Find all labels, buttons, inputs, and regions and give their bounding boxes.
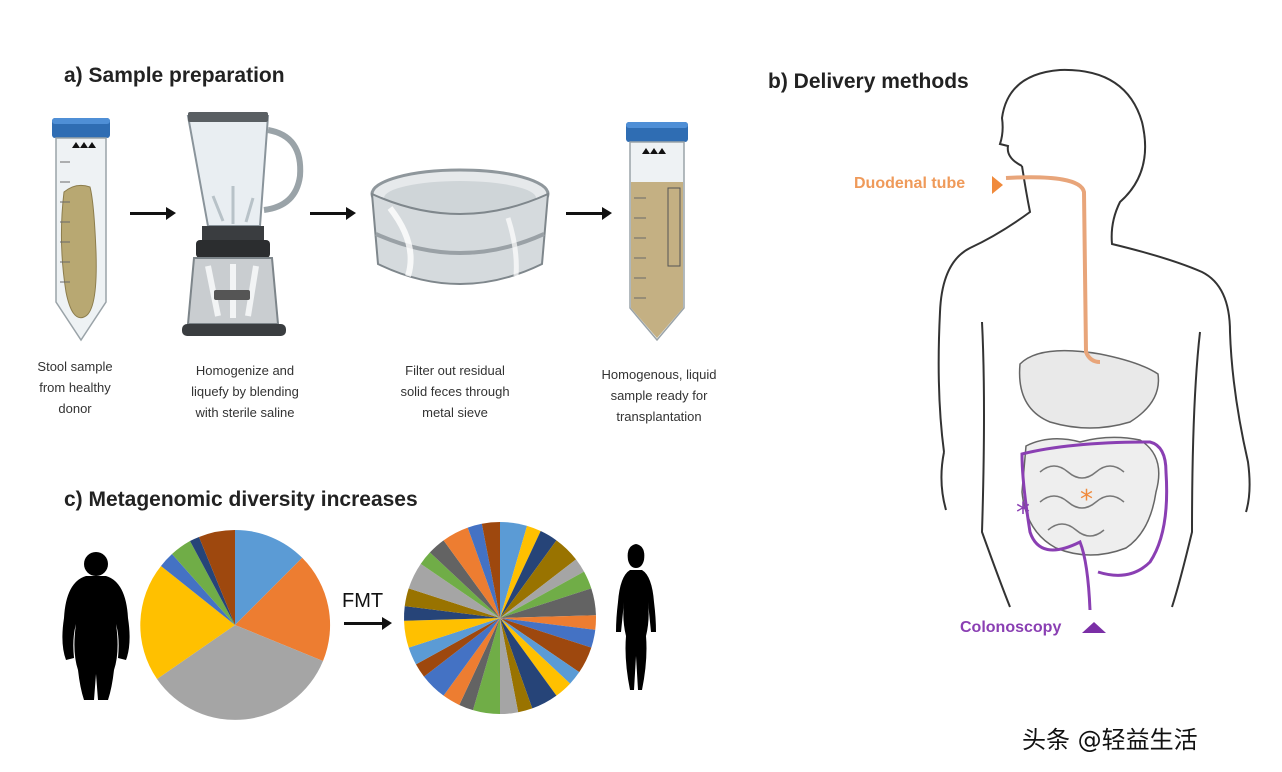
pie-after-slice <box>500 571 592 618</box>
svg-text:*: * <box>1016 496 1030 529</box>
pie-after-slice <box>500 618 557 709</box>
panel-a-heading: a) Sample preparation <box>64 64 285 87</box>
pie-after <box>404 522 596 714</box>
pie-after-slice <box>500 618 592 673</box>
pie-before-slice-1 <box>235 530 303 625</box>
pie-after-slice <box>443 527 500 618</box>
pie-after-slice <box>423 618 500 696</box>
sieve-icon <box>370 168 550 285</box>
pie-after-slice <box>404 618 500 648</box>
pie-after-slice <box>443 618 500 705</box>
caption-blend: Homogenize and liquefy by blending with … <box>191 363 299 420</box>
pie-after-slice <box>500 618 533 713</box>
pie-after-slice <box>429 540 500 618</box>
pie-after-slice <box>404 588 500 618</box>
pie-before-slice-7 <box>190 537 235 625</box>
caption-stool: Stool sample from healthy donor <box>37 359 113 416</box>
pie-after-slice <box>500 618 596 648</box>
slim-silhouette-icon <box>616 544 656 690</box>
fmt-arrow <box>344 617 392 630</box>
pie-after-slice <box>500 618 519 714</box>
blender-icon <box>182 112 304 336</box>
watermark: 头条 @轻益生活 <box>1022 726 1198 754</box>
pie-after-slice <box>404 606 500 621</box>
pie-after-slice <box>472 618 500 714</box>
pie-after-slice <box>467 523 500 618</box>
pie-after-slice <box>415 618 500 677</box>
liquid-tube-icon <box>626 122 688 342</box>
pie-after-slice <box>500 615 596 630</box>
pie-after-slice <box>408 563 500 618</box>
panel-c-heading: c) Metagenomic diversity increases <box>64 488 418 511</box>
pie-after-slice <box>500 559 585 618</box>
caption-ready: Homogenous, liquid sample ready for tran… <box>601 367 717 424</box>
pie-after-slice <box>500 540 577 618</box>
pie-after-slice <box>459 618 500 711</box>
caption-filter: Filter out residual solid feces through … <box>400 363 510 420</box>
duodenal-tube-label: Duodenal tube <box>854 175 966 192</box>
human-body-icon: * * <box>937 68 1251 611</box>
stool-tube-icon <box>52 118 110 342</box>
pie-after-slice <box>420 552 500 618</box>
pie-before-slice-4 <box>140 566 235 679</box>
pie-before-slice-8 <box>199 529 235 625</box>
pie-before <box>140 529 331 720</box>
pie-after-slice <box>408 618 500 665</box>
pie-after-slice <box>500 522 528 618</box>
duodenal-marker-icon <box>992 176 1003 194</box>
colonoscopy-label: Colonoscopy <box>960 619 1062 636</box>
pie-after-slice <box>500 618 571 696</box>
fmt-label: FMT <box>342 590 384 612</box>
pie-after-slice <box>500 618 580 684</box>
arrow-1 <box>130 207 176 220</box>
svg-text:*: * <box>1080 485 1093 515</box>
obese-silhouette-icon <box>62 552 130 700</box>
pie-before-slice-6 <box>172 541 235 625</box>
pie-before-slice-2 <box>235 557 331 661</box>
pie-after-slice <box>500 531 557 618</box>
colonoscopy-marker-icon <box>1082 622 1106 633</box>
pie-before-slice-3 <box>157 625 323 720</box>
arrow-2 <box>310 207 356 220</box>
pie-after-slice <box>500 588 596 618</box>
pie-before-slice-5 <box>161 554 235 625</box>
pie-after-slice <box>481 522 500 618</box>
pie-after-slice <box>500 525 541 618</box>
panel-b-heading: b) Delivery methods <box>768 70 969 93</box>
arrow-3 <box>566 207 612 220</box>
